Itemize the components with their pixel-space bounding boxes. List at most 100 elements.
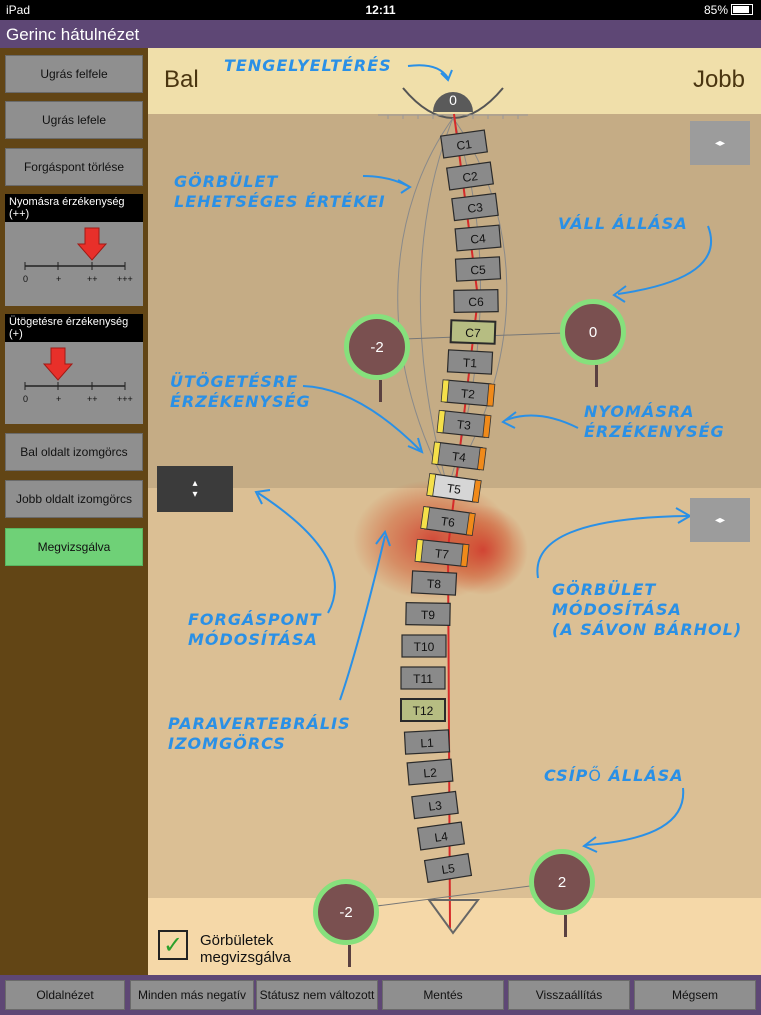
vertebra-t11[interactable]: T11 [400, 666, 446, 690]
tick-label: ++ [87, 274, 98, 284]
tick-label: + [56, 394, 61, 404]
left-hip-knob[interactable]: -2 [313, 879, 379, 967]
left-muscle-spasm-button[interactable]: Bal oldalt izomgörcs [5, 433, 143, 471]
vertebra-t1[interactable]: T1 [446, 349, 494, 375]
vertebra-t8[interactable]: T8 [410, 570, 458, 596]
vertebra-label: T2 [460, 386, 475, 401]
spine-canvas[interactable]: Bal Jobb [148, 48, 761, 975]
vertebra-label: T9 [421, 608, 436, 622]
vertebra-t12[interactable]: T12 [400, 698, 446, 722]
tick-label: ++ [87, 394, 98, 404]
tap-marker [426, 473, 437, 497]
tap-arrow-icon[interactable] [42, 347, 74, 381]
vertebra-label: C6 [468, 295, 484, 309]
vertebra-l3[interactable]: L3 [411, 790, 459, 820]
vertebra-t7[interactable]: T7 [414, 538, 470, 568]
vertebra-c1[interactable]: C1 [440, 129, 488, 159]
sidebar: Ugrás felfele Ugrás lefele Forgáspont tö… [0, 48, 148, 975]
tap-marker [414, 538, 424, 563]
pressure-marker [477, 447, 487, 471]
device-label: iPad [6, 3, 31, 17]
pressure-marker [460, 543, 470, 568]
pressure-marker [486, 383, 496, 407]
battery-icon [731, 4, 753, 15]
pivot-adjust-button[interactable]: ▴▾ [157, 466, 233, 512]
vertebra-c7[interactable]: C7 [449, 319, 497, 345]
right-shoulder-knob[interactable]: 0 [560, 299, 626, 387]
cancel-button[interactable]: Mégsem [634, 980, 756, 1010]
battery-indicator: 85% [704, 3, 753, 17]
vertebra-l1[interactable]: L1 [403, 729, 451, 755]
battery-percent: 85% [703, 3, 728, 17]
vertebra-t10[interactable]: T10 [401, 634, 447, 658]
up-down-arrows-icon: ▴▾ [192, 478, 198, 500]
tick-label: +++ [117, 274, 133, 284]
pressure-marker [482, 414, 492, 439]
tick-label: +++ [117, 394, 133, 404]
examined-button[interactable]: Megvizsgálva [5, 528, 143, 566]
left-right-arrows-icon: ◂▸ [714, 137, 726, 149]
shoulder-curve-adjust-button[interactable]: ◂▸ [690, 121, 750, 165]
vertebra-c5[interactable]: C5 [454, 256, 502, 282]
vertebra-t5[interactable]: T5 [426, 473, 482, 503]
tap-sensitivity-panel: Ütögetésre érzékenység (+) 0 + ++ +++ [5, 314, 143, 424]
pressure-sensitivity-slider[interactable]: 0 + ++ +++ [5, 222, 143, 302]
tick-label: 0 [23, 394, 28, 404]
vertebra-label: L4 [434, 829, 449, 845]
checkmark-icon: ✓ [162, 931, 184, 959]
vertebra-t6[interactable]: T6 [420, 506, 476, 536]
tick-label: 0 [23, 274, 28, 284]
save-button[interactable]: Mentés [382, 980, 504, 1010]
vertebra-t2[interactable]: T2 [440, 379, 496, 407]
vertebra-c4[interactable]: C4 [454, 224, 502, 252]
side-view-button[interactable]: Oldalnézet [5, 980, 125, 1010]
vertebra-l2[interactable]: L2 [406, 758, 454, 786]
left-right-arrows-icon: ◂▸ [714, 514, 726, 526]
vertebra-t9[interactable]: T9 [405, 602, 451, 626]
tick-label: + [56, 274, 61, 284]
vertebra-c6[interactable]: C6 [453, 289, 499, 313]
delete-pivot-button[interactable]: Forgáspont törlése [5, 148, 143, 186]
vertebra-label: T6 [440, 514, 456, 530]
lumbar-curve-adjust-button[interactable]: ◂▸ [690, 498, 750, 542]
restore-button[interactable]: Visszaállítás [508, 980, 630, 1010]
vertebrae-group: C1C2C3C4C5C6C7T1T2T3T4T5T6T7T8T9T10T11T1… [400, 129, 502, 883]
curves-examined-checkbox[interactable]: ✓ [158, 930, 188, 960]
title-bar: Gerinc hátulnézet [0, 20, 761, 48]
tap-sensitivity-slider[interactable]: 0 + ++ +++ [5, 342, 143, 422]
tap-marker [420, 506, 431, 530]
vertebra-c2[interactable]: C2 [446, 161, 494, 191]
tap-sensitivity-label: Ütögetésre érzékenység (+) [5, 314, 143, 342]
vertebra-label: L5 [440, 861, 456, 877]
right-muscle-spasm-button[interactable]: Jobb oldalt izomgörcs [5, 480, 143, 518]
vertebra-label: T3 [456, 417, 472, 432]
vertebra-label: T12 [413, 704, 434, 718]
vertebra-label: C5 [470, 263, 486, 278]
status-bar: iPad 12:11 85% [0, 0, 761, 20]
vertebra-label: C7 [465, 326, 481, 341]
right-hip-knob[interactable]: 2 [529, 849, 595, 937]
jump-down-button[interactable]: Ugrás lefele [5, 101, 143, 139]
vertebra-label: T10 [414, 640, 435, 654]
vertebra-l4[interactable]: L4 [417, 821, 465, 851]
left-shoulder-knob[interactable]: -2 [344, 314, 410, 402]
vertebra-label: T5 [446, 481, 462, 497]
vertebra-t3[interactable]: T3 [436, 409, 492, 439]
vertebra-label: T4 [451, 449, 467, 465]
status-unchanged-button[interactable]: Státusz nem változott [256, 980, 378, 1010]
jump-up-button[interactable]: Ugrás felfele [5, 55, 143, 93]
bottom-toolbar: Oldalnézet Minden más negatív Státusz ne… [0, 975, 761, 1015]
vertebra-l5[interactable]: L5 [423, 853, 473, 883]
all-else-negative-button[interactable]: Minden más negatív [130, 980, 254, 1010]
left-side-label: Bal [164, 66, 199, 93]
pressure-arrow-icon[interactable] [76, 227, 108, 261]
vertebra-label: L2 [423, 765, 438, 780]
right-side-label: Jobb [692, 66, 745, 93]
vertebra-c3[interactable]: C3 [451, 192, 499, 222]
vertebra-t4[interactable]: T4 [431, 441, 487, 471]
